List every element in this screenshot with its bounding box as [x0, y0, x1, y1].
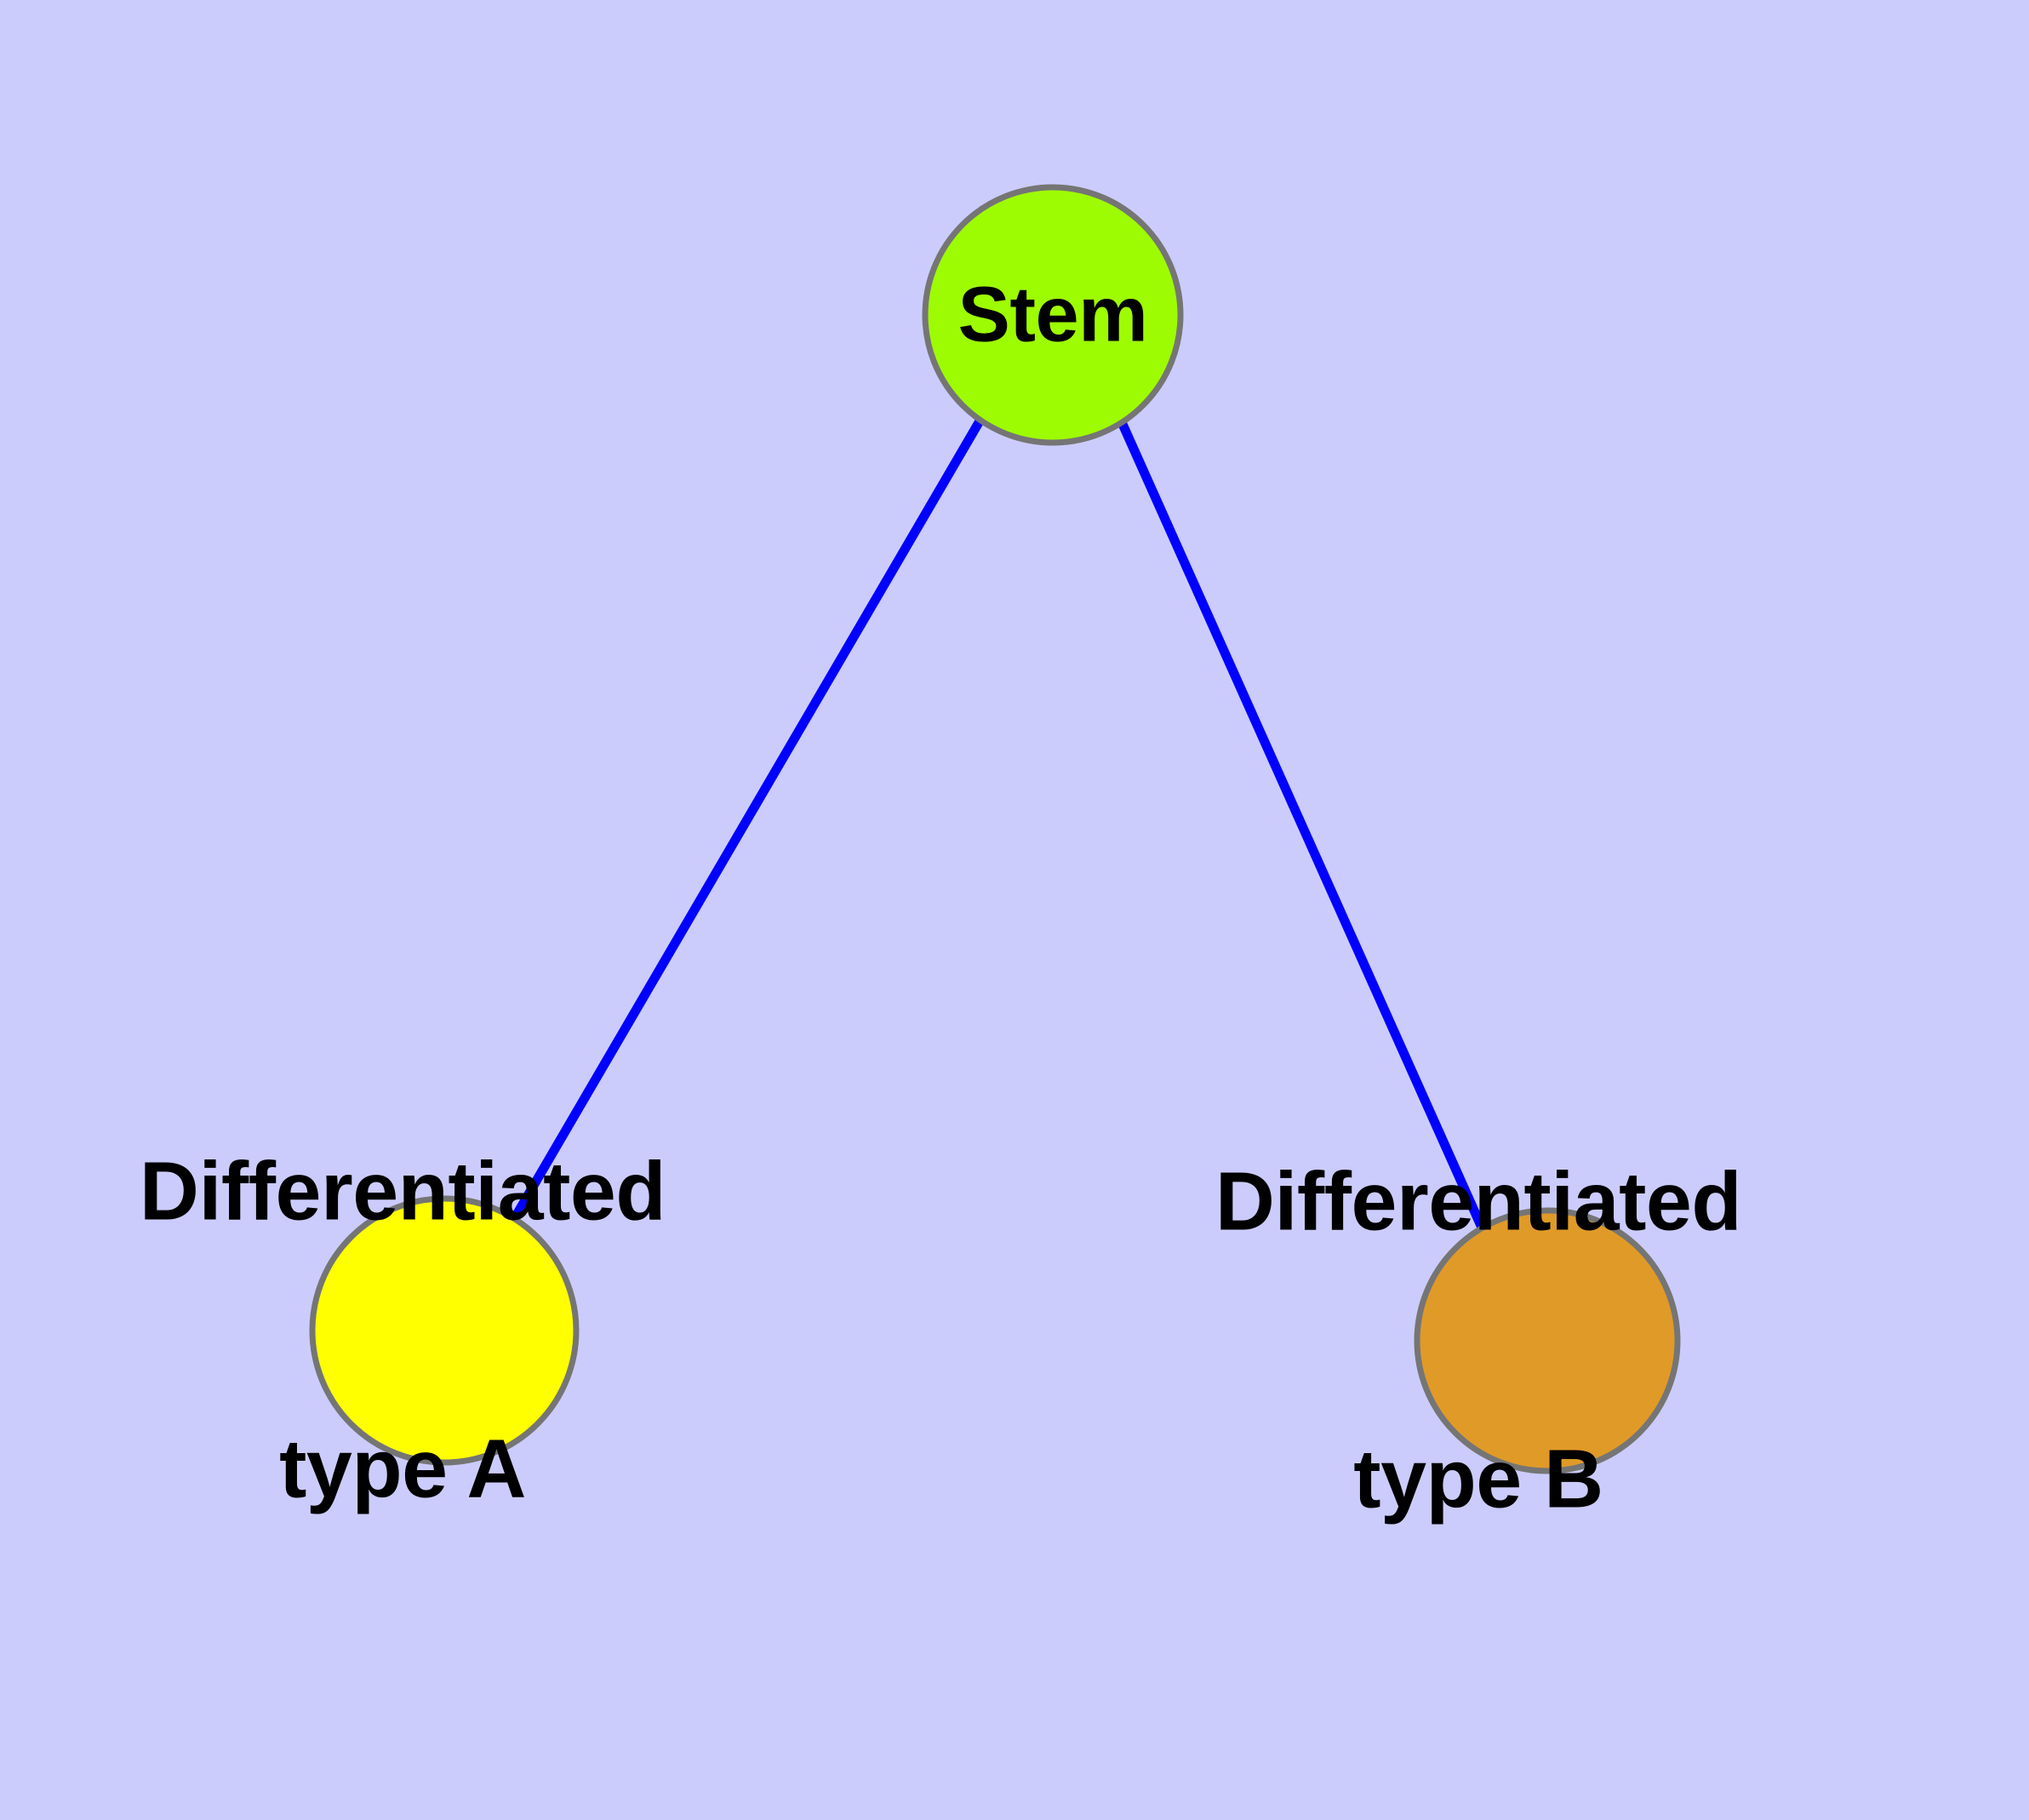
edge-stem-to-differentiated-type-a[interactable] [510, 417, 985, 1222]
node-differentiated-type-a[interactable] [309, 1195, 580, 1466]
node-differentiated-type-b[interactable] [1414, 1207, 1681, 1474]
edge-layer [510, 417, 1487, 1230]
node-stem[interactable] [922, 184, 1184, 446]
node-layer [309, 184, 1681, 1474]
edge-stem-to-differentiated-type-b[interactable] [1117, 420, 1487, 1230]
